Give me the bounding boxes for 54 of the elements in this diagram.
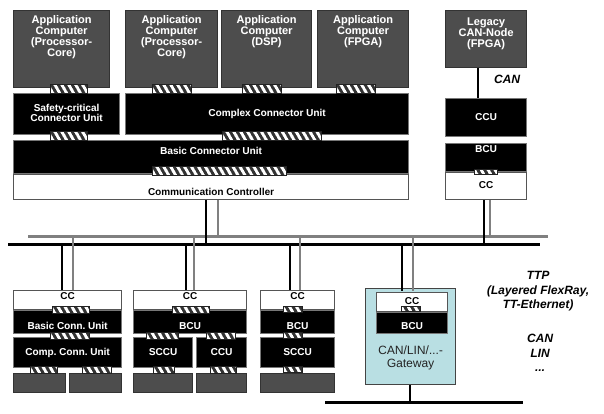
gateway-box [365, 288, 456, 385]
connector-line [412, 238, 414, 291]
controller-box: CC [133, 290, 247, 310]
connector-line [489, 200, 491, 235]
component-box [260, 373, 335, 393]
bus-label: LIN [529, 346, 551, 360]
controller-box: CC [445, 172, 527, 200]
application-computer-box: Application Computer (Processor-Core) [125, 10, 218, 88]
connector-line [217, 200, 219, 235]
connector-unit-box: BCU [133, 310, 247, 334]
component-box [196, 373, 247, 393]
connector-unit-box: BCU [445, 143, 527, 172]
bus-line [8, 243, 540, 246]
controller-box: CC [260, 290, 335, 310]
component-box [69, 373, 122, 393]
bus-label: ... [534, 360, 546, 374]
connector-unit-box: SCCU [260, 337, 335, 368]
application-computer-box: Application Computer (FPGA) [317, 10, 409, 88]
gateway-label: CAN/LIN/...-Gateway [377, 344, 444, 370]
bus-label: (Layered FlexRay, TT-Ethernet) [486, 283, 590, 311]
connector-line [185, 246, 187, 290]
controller-box: CC [13, 290, 122, 310]
connector-line [289, 246, 291, 290]
connector-unit-box: CCU [445, 98, 527, 137]
connector-unit-box: Basic Conn. Unit [13, 310, 122, 334]
connector-unit-box: CCU [196, 337, 247, 368]
application-computer-box: Legacy CAN-Node (FPGA) [445, 10, 527, 68]
component-box [13, 373, 66, 393]
application-computer-box: Application Computer (Processor-Core) [13, 10, 110, 88]
connector-unit-box: Comp. Conn. Unit [13, 337, 122, 368]
component-box [133, 373, 193, 393]
connector-line [477, 68, 479, 98]
connector-line [299, 238, 301, 290]
connector-unit-box: Complex Connector Unit [125, 93, 409, 135]
connector-unit-box: Safety-critical Connector Unit [13, 93, 120, 135]
connector-unit-box: BCU [260, 310, 335, 334]
controller-box: CC [376, 292, 448, 312]
bus-line [28, 235, 548, 238]
bus-label: TTP [526, 268, 550, 282]
connector-unit-box: Basic Connector Unit [13, 140, 409, 174]
connector-unit-box: SCCU [133, 337, 193, 368]
edge-label: CAN [494, 72, 520, 86]
connector-line [205, 200, 207, 243]
connector-line [401, 246, 403, 291]
connector-line [72, 238, 74, 290]
bus-line [325, 401, 523, 404]
controller-box: Communication Controller [13, 174, 409, 200]
connector-line [409, 385, 411, 401]
connector-line [193, 238, 195, 290]
connector-line [483, 200, 485, 243]
connector-line [61, 246, 63, 290]
connector-unit-box: BCU [376, 312, 448, 334]
application-computer-box: Application Computer (DSP) [221, 10, 312, 88]
bus-label: CAN [526, 331, 554, 345]
